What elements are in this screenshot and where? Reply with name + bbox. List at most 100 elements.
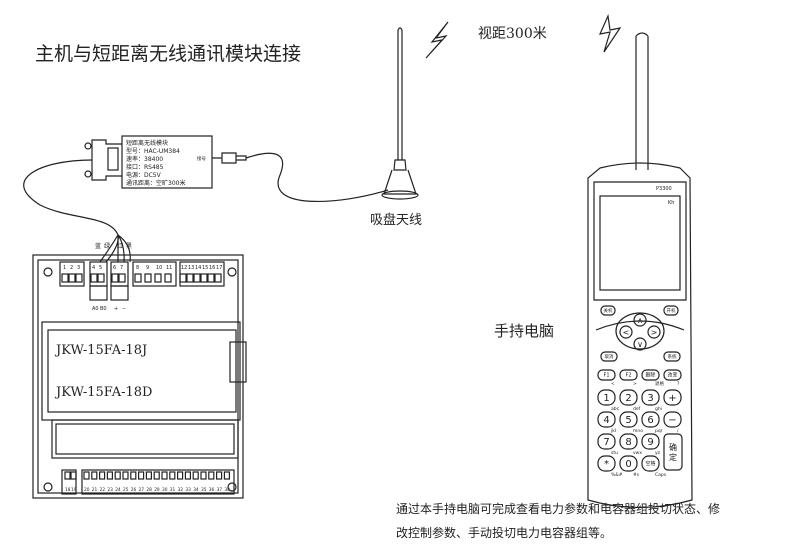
keypad-key[interactable]: −/ [663, 411, 682, 434]
terminal-number: 28 [146, 487, 152, 493]
terminal-block [81, 469, 235, 495]
terminal-number: 3 [77, 265, 80, 271]
terminal-label: + [114, 306, 118, 312]
key-label: 空格 [645, 460, 655, 467]
terminal-number: 34 [193, 487, 199, 493]
power-off-key[interactable]: 关机 [600, 305, 616, 316]
system-key[interactable]: 系统 [663, 351, 681, 362]
terminal-number: 8 [136, 265, 139, 271]
plug-connector [89, 285, 108, 301]
key-label: * [604, 459, 609, 470]
model-label-d: JKW-15FA-18D [54, 385, 152, 400]
model-label-j: JKW-15FA-18J [54, 343, 147, 358]
terminal-number: 19 [71, 487, 77, 493]
terminal-number: 20 [84, 487, 90, 493]
key-sub-label: mno [633, 429, 643, 434]
function-key[interactable]: 改变? [663, 369, 682, 387]
key-sub-label: vwx [633, 451, 642, 456]
key-sub-label: > [633, 381, 637, 387]
terminal-screw [144, 273, 152, 283]
terminal-screw [97, 273, 105, 283]
terminal-screw [114, 471, 121, 480]
terminal-screw [130, 471, 137, 480]
terminal-screw [145, 471, 152, 480]
module-spec-line: 速率：38400 [126, 155, 163, 163]
wire-color-label: 绿 [104, 242, 110, 250]
terminal-number: 6 [113, 265, 116, 271]
key-sub-label: pqr [655, 428, 663, 434]
nav-key[interactable]: > [647, 325, 661, 339]
terminal-number: 13 [188, 265, 194, 271]
nav-key[interactable]: ∨ [633, 337, 647, 351]
terminal-number: 9 [146, 265, 149, 271]
key-sub-label: %&# [611, 472, 623, 478]
terminal-screw [75, 273, 83, 283]
terminal-block [132, 261, 177, 287]
handheld-label: 手持电脑 [494, 322, 554, 340]
key-label: 删除 [645, 372, 655, 379]
terminal-screw [118, 273, 126, 283]
terminal-screw [200, 273, 208, 283]
key-sub-label: Caps [655, 472, 667, 478]
key-label: F2 [625, 373, 631, 379]
key-sub-label: . [677, 407, 678, 412]
key-label: F1 [603, 373, 609, 379]
keypad-key[interactable]: 9yz [641, 433, 661, 456]
module-spec-line: 接口：RS485 [126, 163, 164, 171]
cancel-key[interactable]: 取消 [600, 351, 618, 362]
key-sub-label: abc [611, 406, 620, 412]
key-label: 3 [647, 393, 653, 404]
module-spec-line: 短距离无线模块 [126, 139, 168, 147]
key-sub-label: / [677, 428, 679, 434]
wire-color-label: 红 [117, 242, 123, 250]
function-key[interactable]: F1< [597, 369, 616, 387]
terminal-label: − [122, 306, 126, 312]
terminal-number: 16 [209, 265, 215, 271]
keypad-key[interactable]: +. [663, 389, 682, 412]
terminal-screw [90, 273, 98, 283]
wire-color-label: 黑 [126, 243, 132, 250]
terminal-number: 35 [201, 487, 207, 493]
terminal-screw [134, 273, 142, 283]
terminal-number: 4 [92, 265, 95, 271]
key-label: − [668, 415, 676, 426]
diagram-title: 主机与短距离无线通讯模块连接 [35, 43, 301, 65]
suction-antenna [381, 27, 419, 200]
terminal-number: 2 [70, 265, 73, 271]
terminal-block [61, 469, 77, 495]
terminal-screw [216, 471, 223, 480]
terminal-screw [111, 273, 119, 283]
key-label: + [668, 393, 676, 404]
nav-key[interactable]: < [619, 325, 633, 339]
key-sub-label: ghi [655, 406, 662, 412]
key-label: 9 [647, 437, 653, 448]
keypad-key[interactable]: 0#s [619, 455, 640, 478]
nav-key[interactable]: ∧ [633, 313, 647, 327]
function-key[interactable]: F2> [619, 369, 638, 387]
enter-key[interactable]: 确定 [663, 433, 683, 471]
terminal-screw [138, 471, 145, 480]
power-on-key[interactable]: 开机 [663, 305, 679, 316]
terminal-number: 25 [123, 487, 129, 493]
key-label: 1 [603, 393, 609, 404]
terminal-screw [122, 471, 129, 480]
key-sub-label: 退格 [655, 380, 664, 387]
keypad-key[interactable]: *%&# [597, 455, 623, 478]
terminal-screw [169, 471, 176, 480]
terminal-screw [208, 471, 215, 480]
terminal-block [179, 261, 225, 287]
key-label: < [623, 328, 630, 337]
key-sub-label: #s [633, 472, 640, 478]
wireless-signal-icon [425, 21, 449, 59]
terminal-screw [61, 273, 69, 283]
